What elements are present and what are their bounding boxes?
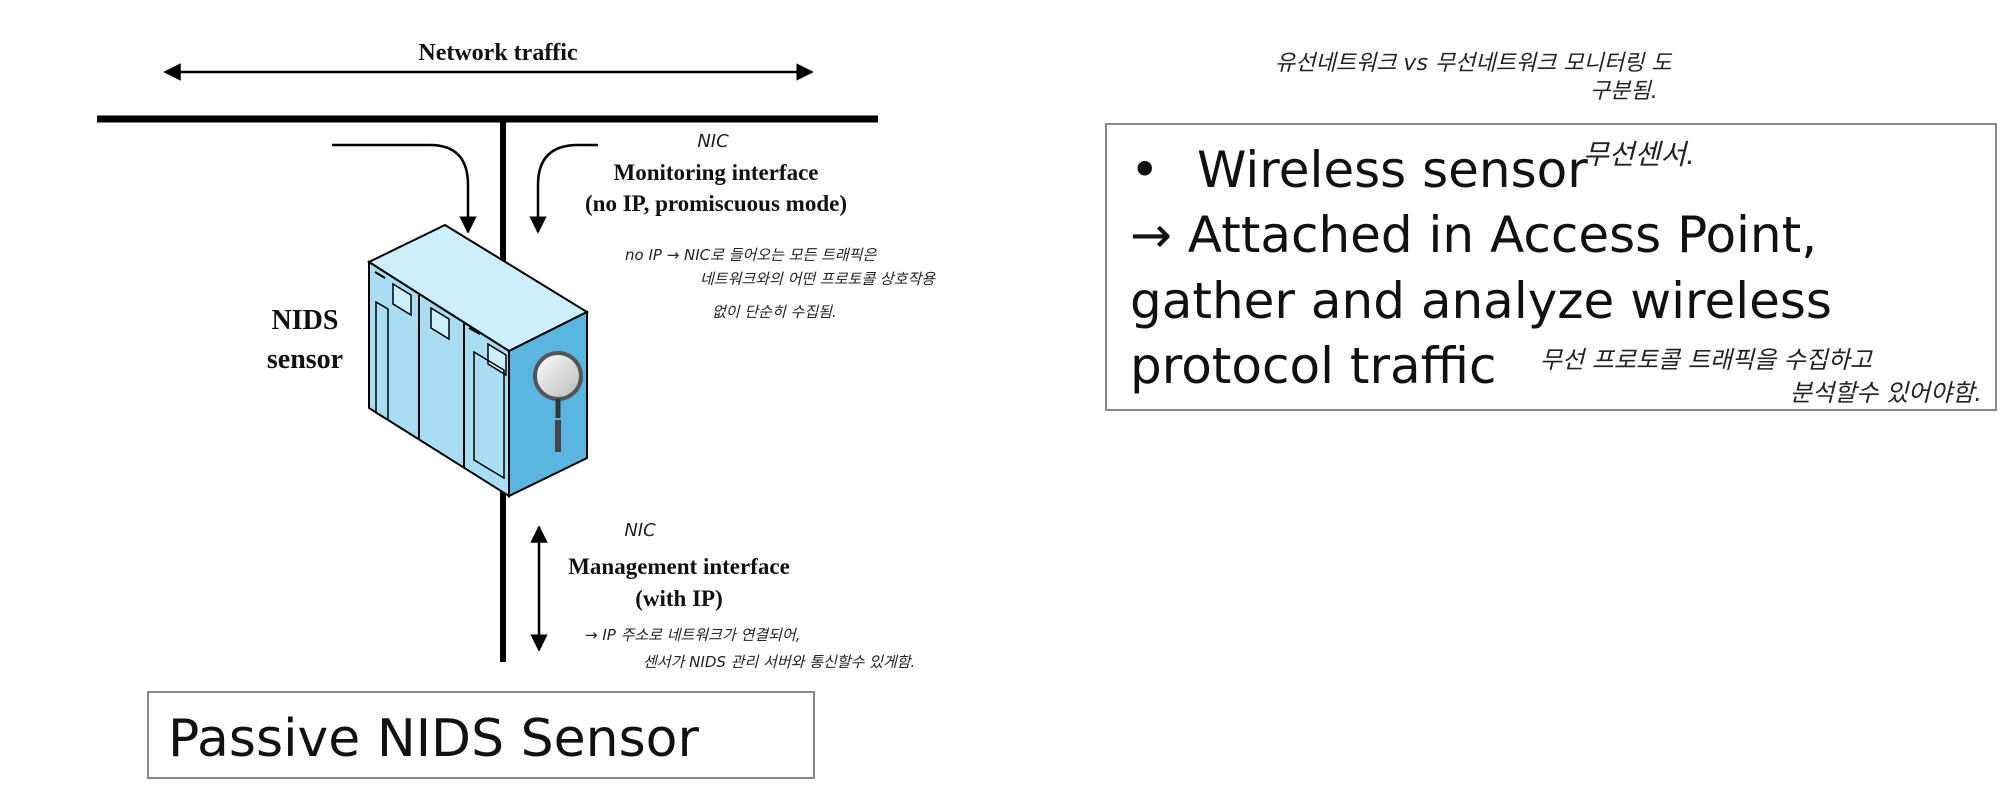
monitoring-annotation-line3: 없이 단순히 수집됨. bbox=[712, 303, 837, 321]
monitoring-nic-note: NIC bbox=[697, 131, 729, 152]
wireless-handwritten-note-line2: 분석할수 있어야함. bbox=[1790, 379, 1982, 407]
inbound-traffic-arrow-left bbox=[332, 143, 477, 234]
management-nic-note: NIC bbox=[624, 520, 656, 541]
monitoring-annotation-line2: 네트워크와의 어떤 프로토콜 상호작용 bbox=[700, 270, 936, 288]
wireless-sensor-heading: Wireless sensor bbox=[1197, 141, 1588, 199]
management-interface-label-line1: Management interface bbox=[568, 554, 790, 579]
wireless-sensor-line4: protocol traffic bbox=[1130, 337, 1496, 395]
caption-box bbox=[147, 691, 815, 779]
monitoring-interface-label-line1: Monitoring interface bbox=[613, 160, 818, 185]
nids-sensor-icon bbox=[366, 223, 590, 498]
network-traffic-label: Network traffic bbox=[418, 40, 578, 66]
management-interface-label-line2: (with IP) bbox=[635, 586, 723, 611]
diagram-caption: Passive NIDS Sensor bbox=[168, 709, 699, 769]
bullet-icon: • bbox=[1130, 141, 1160, 199]
management-annotation-line2: 센서가 NIDS 관리 서버와 통신할수 있게함. bbox=[643, 653, 915, 671]
management-annotation-line1: → IP 주소로 네트워크가 연결되어, bbox=[585, 626, 800, 644]
wireless-sensor-line3: gather and analyze wireless bbox=[1130, 272, 1832, 330]
nids-sensor-label-line1: NIDS bbox=[272, 305, 339, 336]
wireless-sensor-line2: → Attached in Access Point, bbox=[1130, 206, 1817, 264]
top-handwritten-note-line1: 유선네트워크 vs 무선네트워크 모니터링 도 bbox=[1275, 51, 1673, 76]
inbound-traffic-arrow-right bbox=[529, 143, 598, 234]
wireless-sensor-textbox bbox=[1105, 123, 1997, 411]
nids-sensor-label-line2: sensor bbox=[267, 344, 343, 375]
monitoring-annotation-line1: no IP → NIC로 들어오는 모든 트래픽은 bbox=[625, 246, 877, 264]
top-handwritten-note-line2: 구분됨. bbox=[1590, 79, 1658, 104]
wireless-sensor-handwritten-note: 무선센서. bbox=[1583, 138, 1695, 171]
monitoring-interface-label-line2: (no IP, promiscuous mode) bbox=[585, 191, 847, 216]
wireless-handwritten-note-line1: 무선 프로토콜 트래픽을 수집하고 bbox=[1540, 346, 1873, 374]
